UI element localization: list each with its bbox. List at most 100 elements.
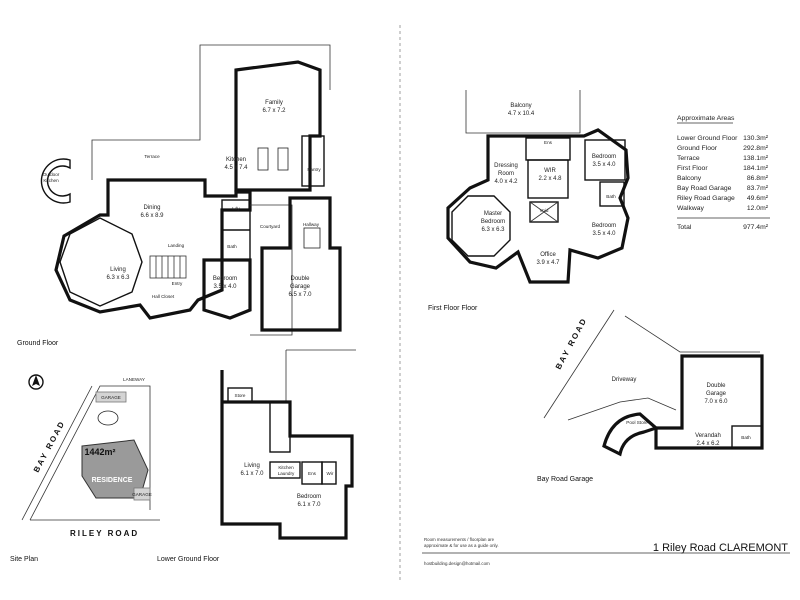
wir-label: WIR (544, 168, 556, 174)
first-floor-plan (446, 90, 630, 284)
ground-garage-walls (260, 196, 342, 332)
lower-store-walls (227, 387, 253, 403)
landing-label: Landing (168, 243, 185, 248)
kitchen-island (257, 147, 269, 171)
site-bottom-garage-shape (133, 487, 151, 501)
site-plan-caption: Site Plan (10, 556, 38, 563)
north-arrow-pointer-icon (32, 375, 40, 386)
dressing-label-2: Room (498, 171, 514, 177)
first-bedroom-a-label: Bedroom (592, 154, 616, 160)
bay-road-garage-plan (543, 309, 764, 457)
bay-garage-bath-label: Bath (741, 435, 751, 440)
area-lower-ground-value: 130.3m² (743, 135, 769, 142)
dressing-size: 4.0 x 4.2 (494, 179, 518, 185)
bay-garage-size: 7.0 x 6.0 (704, 399, 728, 405)
balcony-size: 4.7 x 10.4 (508, 111, 535, 117)
lower-ground-caption: Lower Ground Floor (157, 556, 220, 563)
site-plan (21, 374, 160, 521)
ensuite-label: Ens (544, 140, 553, 145)
ground-garage-size: 6.5 x 7.0 (288, 292, 312, 298)
bay-road-garage-caption: Bay Road Garage (537, 476, 593, 483)
bay-road-garage-labels: BAY ROAD Driveway Double Garage 7.0 x 6.… (537, 316, 751, 483)
lower-kitchen-label: Kitchen (278, 465, 294, 470)
lower-bedroom-label: Bedroom (297, 494, 321, 500)
ground-garage-label-2: Garage (290, 284, 311, 290)
lower-stair-walls (269, 401, 291, 453)
area-ground-value: 292.8m² (743, 145, 769, 152)
lower-living-size: 6.1 x 7.0 (240, 471, 264, 477)
bay-garage-walls (654, 354, 764, 450)
site-laneway-label: LANEWAY (123, 377, 145, 382)
lower-ground-setout-lines (285, 349, 356, 402)
site-bay-road-label: BAY ROAD (32, 419, 67, 474)
first-bedroom-a-size: 3.5 x 4.0 (592, 162, 616, 168)
lower-bedroom-size: 6.1 x 7.0 (297, 502, 321, 508)
site-land-area-label: 1442m² (84, 447, 115, 457)
dining-size: 6.6 x 8.9 (140, 213, 164, 219)
office-label: Office (540, 252, 556, 258)
footer-email: hostbuilding.design@hotmail.com (424, 561, 490, 566)
area-total-value: 977.4m² (743, 224, 769, 231)
family-label: Family (265, 100, 283, 106)
site-garage-top-label: GARAGE (101, 395, 121, 400)
driveway-edge (567, 397, 677, 421)
terrace-outline (91, 44, 331, 180)
lower-store-label: Store (235, 393, 246, 398)
sheet-footer: Room measurements / floorplan are approx… (422, 537, 790, 566)
hallway-label: Hallway (303, 222, 320, 227)
office-size: 3.9 x 4.7 (536, 260, 560, 266)
site-boundary-lines (29, 385, 151, 521)
terrace-label: Terrace (144, 154, 160, 159)
master-size: 6.3 x 6.3 (481, 227, 505, 233)
area-bay-road-garage-value: 83.7m² (747, 185, 769, 192)
site-riley-road-label: RILEY ROAD (70, 529, 139, 538)
area-ground-label: Ground Floor (677, 145, 718, 152)
pool-store-label: Pool Store (626, 420, 648, 425)
area-lower-ground-label: Lower Ground Floor (677, 135, 738, 142)
driveway-label: Driveway (612, 377, 637, 383)
kitchen-bench (277, 147, 289, 171)
hallway-stair (303, 227, 321, 249)
family-size: 6.7 x 7.2 (262, 108, 286, 114)
pantry-walls (301, 135, 325, 187)
kitchen-size: 4.5 x 7.4 (224, 165, 248, 171)
balcony-outline (465, 90, 581, 134)
lower-ground-labels: Store Living 6.1 x 7.0 Kitchen Laundry E… (157, 393, 334, 563)
first-bedroom-a-walls (584, 139, 626, 181)
bay-garage-label-1: Double (706, 383, 726, 389)
ground-floor-caption: Ground Floor (17, 340, 59, 347)
living-label: Living (110, 267, 126, 273)
dressing-label-1: Dressing (494, 163, 518, 169)
lower-wir-label: Wir (327, 471, 334, 476)
balcony-label: Balcony (510, 103, 531, 109)
bay-garage-bath-walls (731, 425, 763, 449)
courtyard-outline (250, 204, 293, 336)
first-floor-labels: Balcony 4.7 x 10.4 Ens Dressing Room 4.0… (428, 103, 616, 312)
property-address: 1 Riley Road CLAREMONT (653, 542, 788, 554)
footer-note-line-2: approximate & for use as a guide only. (424, 543, 499, 548)
pantry-label: Pantry (307, 167, 321, 172)
verandah-label: Verandah (695, 433, 721, 439)
lower-kitchen-walls (269, 461, 301, 479)
ground-garage-label-1: Double (290, 276, 310, 282)
verandah-size: 2.4 x 6.2 (696, 441, 720, 447)
area-balcony-label: Balcony (677, 175, 702, 182)
lower-ground-floor-plan (220, 349, 356, 540)
area-terrace-value: 138.1m² (743, 155, 769, 162)
area-walkway-value: 12.0m² (747, 205, 769, 212)
outdoor-kitchen-outline (40, 158, 71, 204)
area-walkway-label: Walkway (677, 205, 705, 212)
lower-living-label: Living (244, 463, 260, 469)
wir-walls (527, 159, 569, 199)
ground-bedroom-label: Bedroom (213, 276, 237, 282)
dining-label: Dining (143, 205, 160, 211)
bay-garage-label-2: Garage (706, 391, 727, 397)
site-top-garage-shape (95, 391, 127, 403)
lower-laundry-label: Laundry (278, 471, 295, 476)
kitchen-label: Kitchen (226, 157, 246, 163)
site-garage-bottom-label: GARAGE (132, 492, 152, 497)
void-label: Void (540, 208, 549, 213)
master-label-1: Master (484, 211, 502, 217)
ground-floor-plan (40, 44, 342, 336)
